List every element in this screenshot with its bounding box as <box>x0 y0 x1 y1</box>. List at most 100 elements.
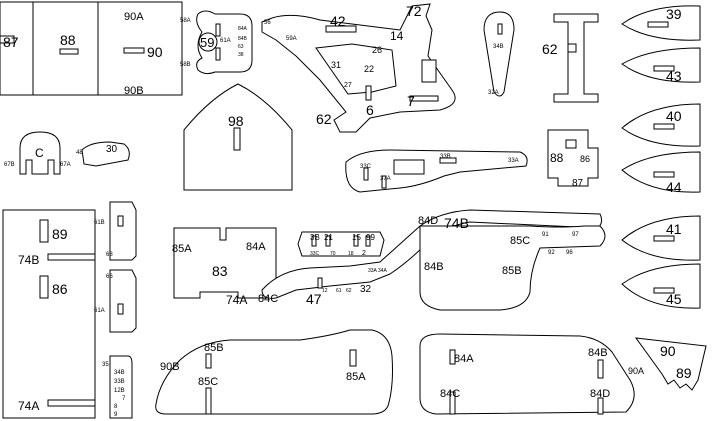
part-wing-39: 39 <box>621 5 701 41</box>
label-85a-bot: 85A <box>346 371 366 383</box>
label-3b: 3B <box>310 233 320 242</box>
part-59: 58A 59 61A 58B 84A 84B 63 38 <box>180 10 253 75</box>
label-84b-bot: 84B <box>588 347 608 359</box>
label-68: 68 <box>106 252 113 258</box>
label-12b: 12B <box>114 388 125 394</box>
label-83: 83 <box>212 263 228 279</box>
label-89: 89 <box>52 226 68 242</box>
label-90a-tri: 90A <box>628 366 644 376</box>
label-84c-bot: 84C <box>440 388 460 400</box>
label-47: 47 <box>306 291 322 307</box>
label-70: 70 <box>330 251 336 257</box>
label-15: 15 <box>352 233 361 242</box>
label-35: 35 <box>102 362 109 368</box>
label-44: 44 <box>666 179 682 195</box>
label-72: 72 <box>406 3 422 19</box>
label-61a-small: 61A <box>220 38 231 44</box>
part-tab-61a: 66 61A <box>94 269 137 333</box>
label-30: 30 <box>106 144 118 155</box>
label-90: 90 <box>147 44 163 60</box>
label-43: 43 <box>666 68 682 84</box>
label-18: 18 <box>348 251 354 257</box>
label-34b-s: 34B <box>114 370 125 376</box>
label-33c: 33C <box>360 164 372 170</box>
part-74b-84c: 84C 47 32 33A 34A 12 61 62 <box>258 209 603 307</box>
label-48: 48 <box>76 150 83 156</box>
part-wing-44: 44 <box>621 151 701 195</box>
part-frame-42-72: 42 72 14 31 27 22 26 6 7 62 56 59A <box>261 3 456 133</box>
label-74a-mid: 74A <box>226 293 247 307</box>
label-96: 96 <box>566 250 573 256</box>
label-74a-left: 74A <box>18 399 39 413</box>
part-30: 48 30 <box>76 141 130 167</box>
label-37a: 37A <box>380 176 391 182</box>
part-panel-87-88-90: 87 88 90A 90 90B <box>0 1 183 97</box>
label-85c-r: 85C <box>510 235 530 247</box>
part-tab-61b: 61B 68 <box>94 201 137 261</box>
label-33c-s: 33C <box>310 251 320 257</box>
part-34b: 34B 32A <box>483 11 515 97</box>
label-97: 97 <box>572 232 579 238</box>
part-84-body: 84D 74B 85C 91 97 92 96 84B 85B <box>418 215 606 311</box>
label-61: 61 <box>336 288 342 294</box>
label-85b-r: 85B <box>502 265 522 277</box>
label-84b-tiny: 84B <box>238 36 248 42</box>
label-34b: 34B <box>493 44 504 50</box>
label-90a: 90A <box>124 11 144 23</box>
label-34a-s: 34A <box>378 268 388 274</box>
part-85-bottom: 90B 85B 85C 85A <box>155 329 393 415</box>
label-26: 26 <box>372 45 382 55</box>
label-27: 27 <box>344 82 352 89</box>
label-33b: 33B <box>440 154 451 160</box>
label-91: 91 <box>542 232 549 238</box>
label-88: 88 <box>60 32 76 48</box>
part-wing-41: 41 <box>621 215 701 261</box>
label-74b-top: 74B <box>444 215 469 231</box>
label-9: 9 <box>114 412 118 418</box>
label-85c-bot: 85C <box>198 376 218 388</box>
part-83: 85A 84A 83 74A <box>172 227 277 307</box>
label-33b-s: 33B <box>114 379 125 385</box>
label-84a-tiny: 84A <box>238 26 248 32</box>
label-74b-left: 74B <box>18 253 39 267</box>
part-98-arch: 98 <box>183 83 293 191</box>
part-strip-35: 35 34B 33B 12B 7 8 9 <box>102 355 133 419</box>
label-21: 21 <box>324 233 333 242</box>
label-8: 8 <box>114 404 118 410</box>
label-7-s: 7 <box>122 396 126 402</box>
part-wing-40: 40 <box>621 103 701 147</box>
label-84a-bot: 84A <box>454 353 474 365</box>
part-wing-43: 43 <box>621 47 701 84</box>
label-33a-s: 33A <box>368 268 378 274</box>
label-90b: 90B <box>124 85 144 97</box>
label-39: 39 <box>666 6 682 22</box>
part-wing-45: 45 <box>621 263 701 309</box>
label-40: 40 <box>666 108 682 124</box>
label-87: 87 <box>3 34 19 50</box>
label-92: 92 <box>548 250 555 256</box>
label-31: 31 <box>331 60 341 70</box>
label-67b: 67B <box>4 162 15 168</box>
label-33a: 33A <box>508 158 519 164</box>
label-59: 59 <box>200 35 214 50</box>
label-41: 41 <box>666 221 682 237</box>
label-84a-l: 84A <box>246 241 266 253</box>
label-14: 14 <box>390 29 404 43</box>
part-panel-89-86: 89 86 74B 74A <box>2 209 96 419</box>
label-84c-mid: 84C <box>258 293 278 305</box>
label-32a: 32A <box>488 90 499 96</box>
part-rib-strip: 3B 21 15 99 33C 70 18 2 <box>297 231 385 257</box>
label-98: 98 <box>228 113 244 129</box>
label-c: C <box>35 146 44 160</box>
label-45: 45 <box>666 291 682 307</box>
label-58b: 58B <box>180 62 191 68</box>
label-85b-bot: 85B <box>204 342 224 354</box>
label-84b-r: 84B <box>424 261 444 273</box>
label-88-small: 88 <box>550 151 564 165</box>
part-triangle-90-89: 90 89 <box>634 337 707 391</box>
label-89-tri: 89 <box>676 365 692 381</box>
label-61a: 61A <box>94 308 105 314</box>
label-84d-bot: 84D <box>590 388 610 400</box>
label-63: 63 <box>238 44 244 50</box>
